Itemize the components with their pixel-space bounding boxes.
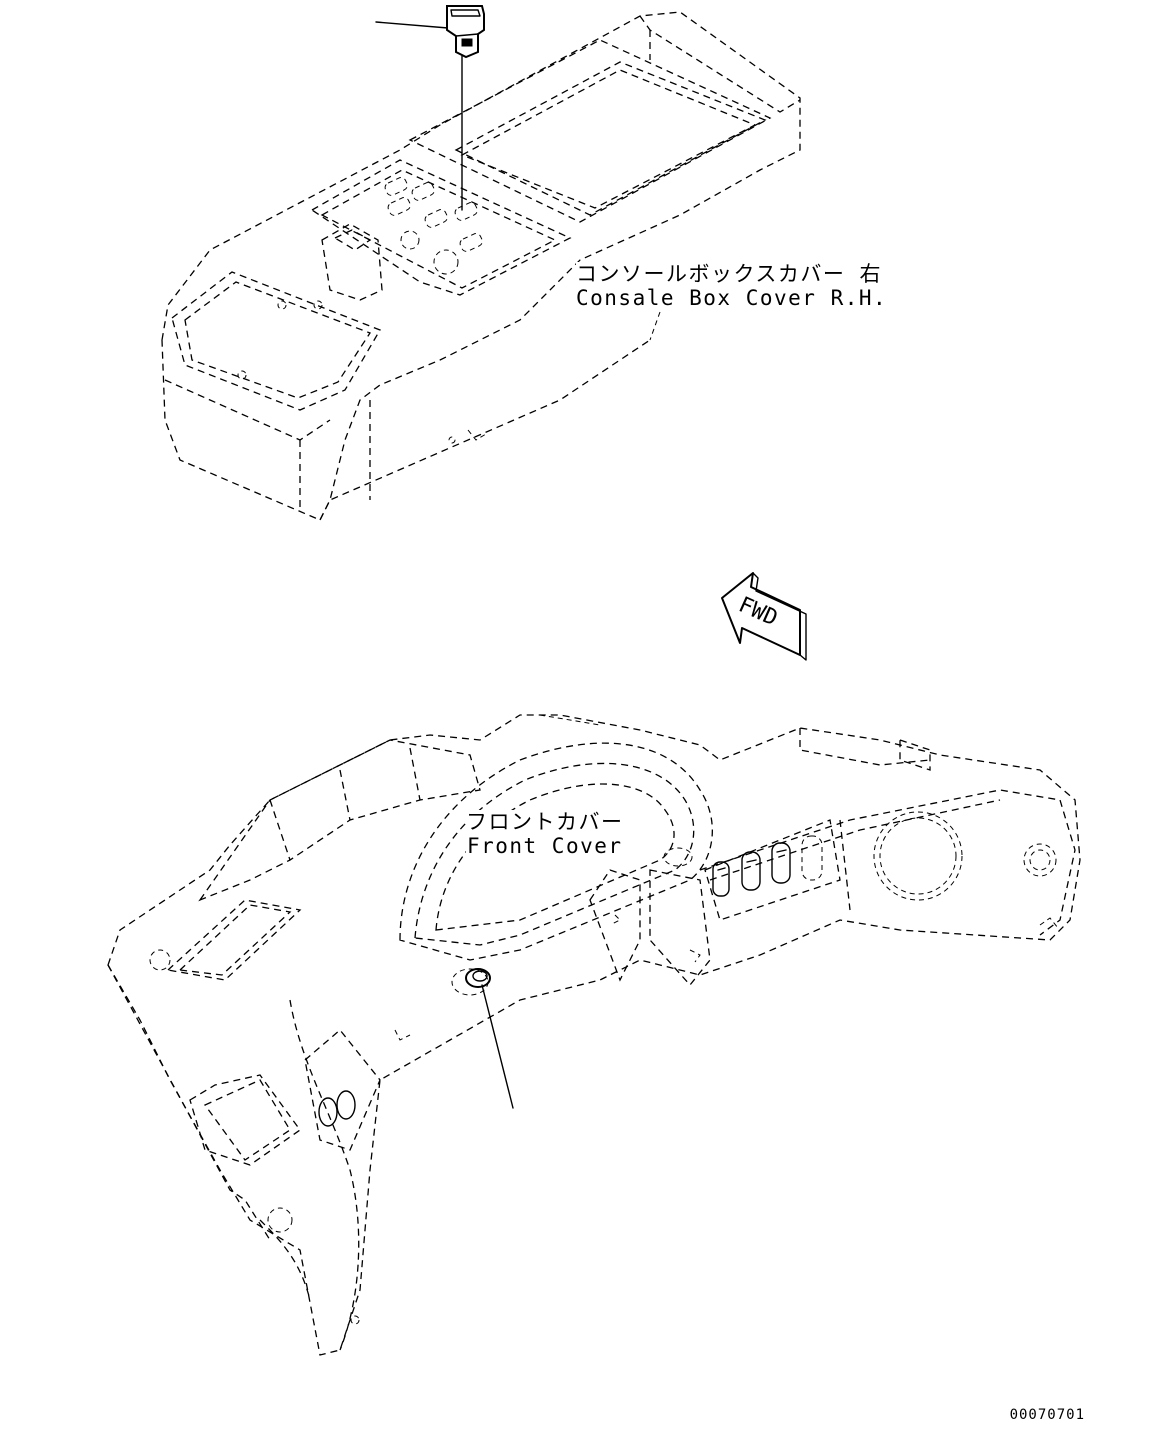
front-cover-label-jp: フロントカバー [466, 810, 624, 834]
front-cover-switch [451, 968, 491, 996]
front-switch-leader-line [481, 984, 514, 1109]
console-box-cover-label-jp: コンソールボックスカバー 右 [576, 262, 883, 286]
console-box-cover [161, 11, 801, 521]
front-cover-label-en: Front Cover [466, 834, 623, 858]
switch-part [375, 5, 485, 211]
front-cover-label: フロントカバー Front Cover [466, 810, 624, 858]
switch-leader-line [375, 21, 449, 29]
drawing-number: 00070701 [1009, 1407, 1085, 1423]
console-box-cover-label-en: Consale Box Cover R.H. [576, 286, 888, 310]
fwd-direction-arrow: FWD [721, 572, 807, 661]
console-box-cover-label: コンソールボックスカバー 右 Consale Box Cover R.H. [576, 262, 888, 310]
front-cover [107, 714, 1081, 1356]
